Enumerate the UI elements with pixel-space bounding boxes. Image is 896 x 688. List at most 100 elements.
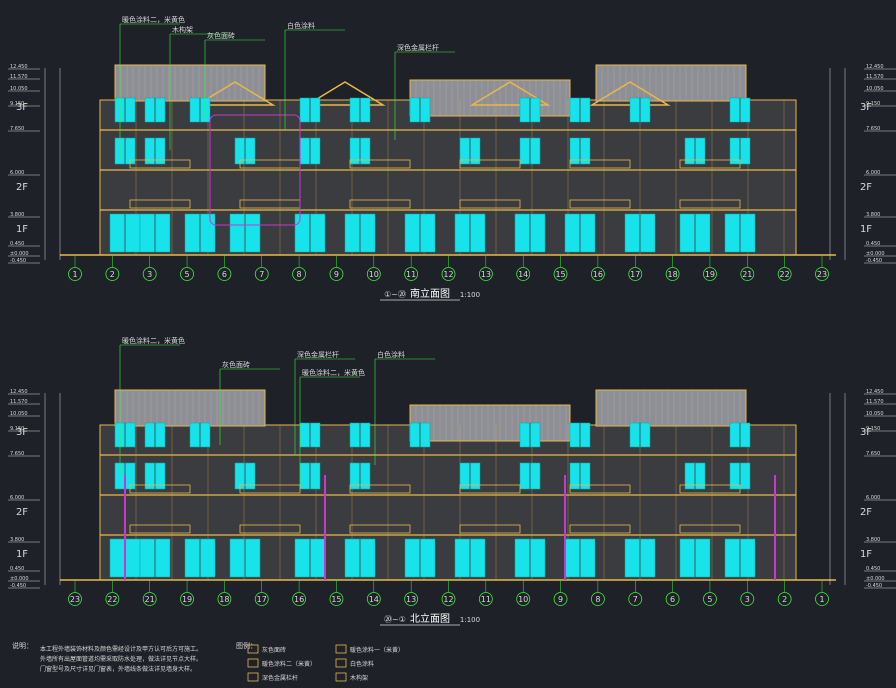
south-annotation: 灰色面砖 [207,31,235,40]
north-axis-label: 11 [481,595,491,604]
legend-swatch [335,644,347,654]
north-balcony-rail [569,484,631,494]
south-axis-bubble [665,267,680,281]
north-axis-bubble [441,592,456,606]
north-axis-bubble [68,592,82,606]
north-axis-label: 14 [369,595,379,604]
south-floor-label-left: 3F [16,102,28,113]
south-axis-bubble [329,267,344,281]
north-balcony-rail [239,484,301,494]
north-axis-bubble [777,592,792,606]
south-axis-bubble [777,267,792,281]
north-elevation-left: 7.650 [10,451,24,457]
north-axis-label: 19 [182,595,192,604]
north-axis-label: 7 [633,595,638,604]
north-balcony-rail [679,524,741,534]
south-axis-label: 18 [668,270,678,279]
north-balcony-rail [679,484,741,494]
south-axis-bubble [628,267,643,281]
south-balcony-rail [569,199,631,209]
north-annotation: 暖色涂料二，米黄色 [122,336,185,345]
north-elevation-left: 12.450 [10,389,28,395]
north-axis-label: 18 [219,595,229,604]
north-floor-label-right: 3F [860,427,872,438]
south-balcony-rail [129,159,191,169]
south-axis-bubble [366,267,381,281]
south-axis-label: 16 [593,270,603,279]
south-annotation: 木构架 [172,25,193,34]
south-elevation-right: 3.800 [866,212,880,218]
south-gable-0 [194,81,276,106]
north-axis-label: 9 [558,595,563,604]
south-elevation-left: 3.800 [10,212,24,218]
south-axis-bubble [180,267,194,281]
notes-heading: 说明： [12,641,33,650]
south-elevation-right: 12.450 [866,64,884,70]
north-axis-bubble [628,592,643,606]
north-roof-2 [595,389,747,427]
south-axis-label: 21 [742,270,752,279]
north-elevation-left: -0.450 [10,583,26,589]
south-elevation-right: 7.650 [866,126,880,132]
south-axis-bubble [478,267,493,281]
north-axis-bubble [217,592,232,606]
north-axis-label: 22 [107,595,117,604]
south-axis-label: 17 [630,270,640,279]
north-elevation-left: ±0.000 [10,576,29,582]
north-axis-label: 2 [782,595,787,604]
north-annotation: 灰色面砖 [222,360,250,369]
north-floor-label-right: 2F [860,507,872,518]
legend-label: 灰色面砖 [262,646,286,654]
north-elevation-right: 7.650 [866,451,880,457]
north-elevation-left: 11.570 [10,399,28,405]
south-roof-2 [595,64,747,102]
south-elevation-right: -0.450 [866,258,882,264]
south-floor-label-right: 1F [860,224,872,235]
north-annotation: 深色金属栏杆 [297,350,339,359]
north-balcony-rail [349,524,411,534]
north-axis-label: 21 [145,595,155,604]
north-axis-label: 1 [819,595,824,604]
south-floor-label-left: 1F [16,224,28,235]
south-title-axes: ①~⑳ [384,290,406,299]
north-axis-bubble [366,592,381,606]
south-axis-bubble [142,267,157,281]
south-roof-0 [114,64,266,102]
south-highlight [209,114,301,226]
south-axis-bubble [553,267,568,281]
south-axis-bubble [815,267,829,281]
north-elevation-left: 3.800 [10,537,24,543]
south-axis-bubble [105,267,120,281]
south-axis-bubble [404,267,419,281]
south-axis-label: 7 [259,270,264,279]
north-balcony-rail [129,524,191,534]
south-elevation-left: ±0.000 [10,251,29,257]
south-elevation-right: 0.450 [866,241,880,247]
south-title: 南立面图 [410,287,450,300]
south-axis-label: 19 [705,270,715,279]
north-balcony-rail [239,524,301,534]
south-elevation-left: 6.000 [10,170,24,176]
south-axis-bubble [254,267,269,281]
legend-swatch [247,672,259,682]
south-elevation-left: 0.450 [10,241,24,247]
north-axis-label: 17 [257,595,267,604]
north-axis-bubble [516,592,531,606]
south-axis-label: 13 [481,270,491,279]
north-axis-label: 23 [70,595,80,604]
north-axis-bubble [740,592,755,606]
north-floor-label-left: 2F [16,507,28,518]
north-axis-label: 13 [406,595,416,604]
north-elevation-right: 12.450 [866,389,884,395]
south-gable-2 [469,81,551,106]
north-axis-label: 5 [707,595,712,604]
north-axis-label: 8 [595,595,600,604]
north-axis-label: 6 [670,595,675,604]
north-floor-label-left: 3F [16,427,28,438]
south-annotation: 深色金属栏杆 [397,43,439,52]
north-elevation-right: -0.450 [866,583,882,589]
legend-heading: 图例： [236,641,257,650]
north-annotation: 暖色涂料二，米黄色 [302,368,365,377]
